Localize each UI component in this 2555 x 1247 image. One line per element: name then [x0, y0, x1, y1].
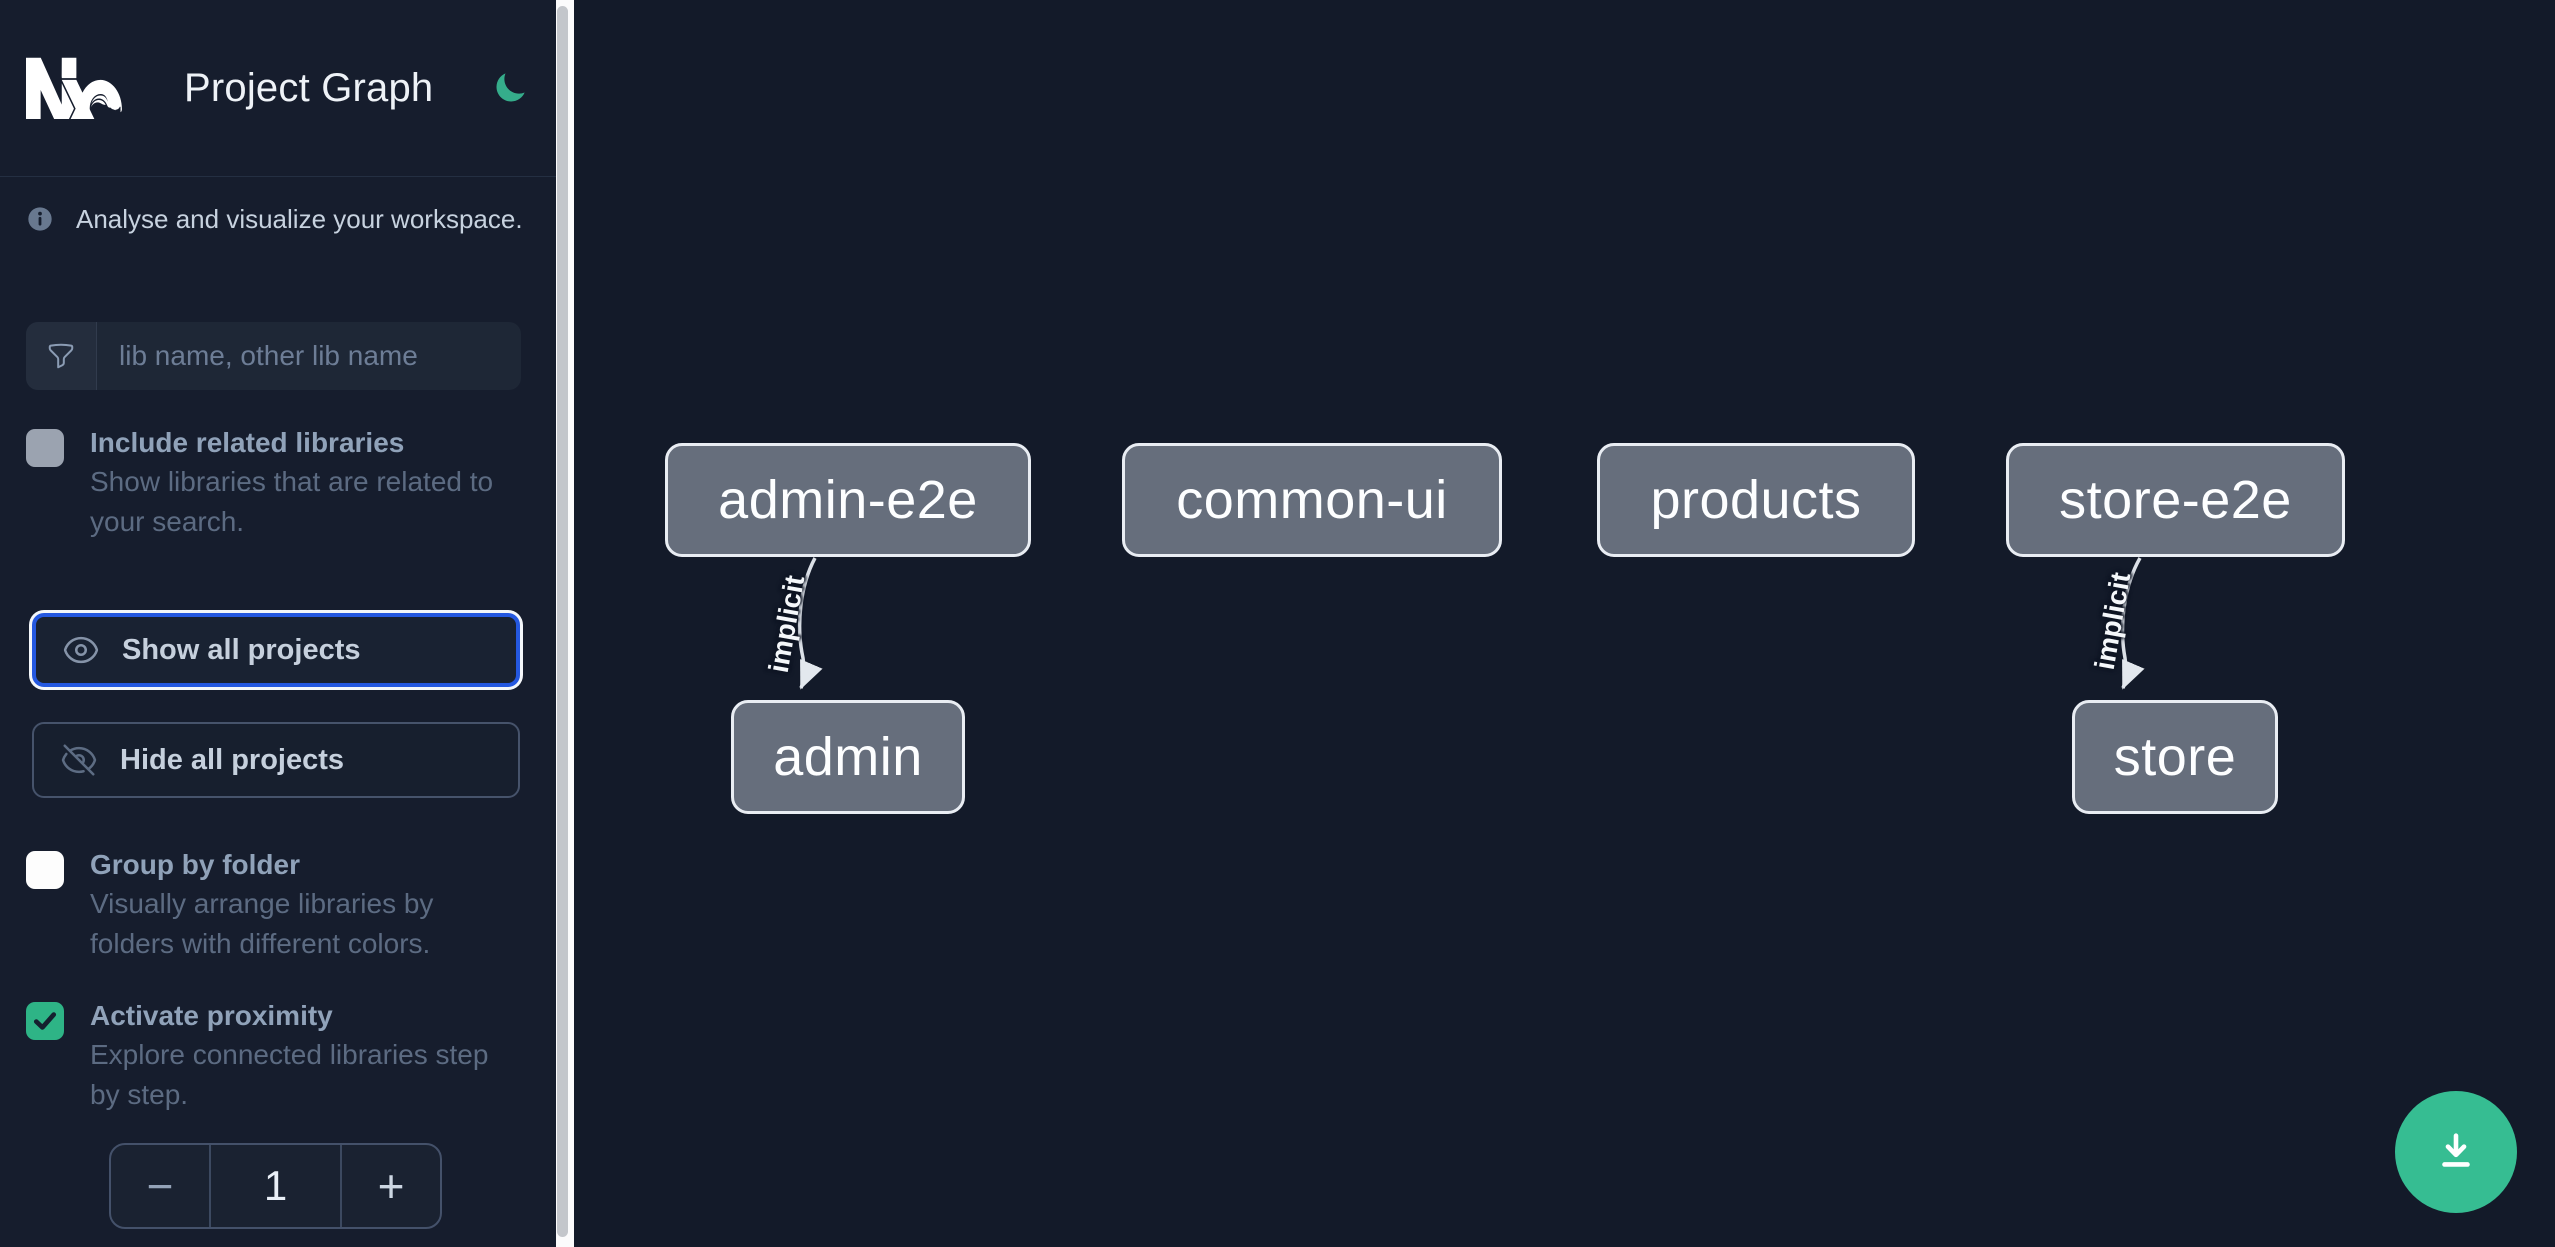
graph-node-store-e2e[interactable]: store-e2e	[2006, 443, 2345, 557]
filter-segment	[26, 322, 97, 390]
proximity-depth-stepper: − 1 +	[109, 1143, 442, 1229]
graph-node-store[interactable]: store	[2072, 700, 2278, 814]
theme-toggle-button[interactable]	[490, 68, 530, 108]
proximity-depth-value: 1	[263, 1162, 288, 1209]
group-by-folder-checkbox[interactable]	[26, 851, 64, 889]
hide-all-projects-label: Hide all projects	[120, 743, 345, 776]
moon-icon	[496, 73, 525, 102]
decrement-button[interactable]: −	[111, 1145, 211, 1227]
download-icon	[2442, 1133, 2470, 1167]
activate-proximity-checkbox[interactable]	[26, 1002, 64, 1040]
nx-logo	[26, 57, 122, 119]
toggle-label: Activate proximity	[90, 1000, 333, 1031]
eye-slash-icon	[61, 744, 97, 776]
show-all-projects-label: Show all projects	[122, 633, 361, 666]
page-title: Project Graph	[184, 65, 434, 110]
sidebar-header: Project Graph	[0, 0, 556, 177]
workspace-info-text: Analyse and visualize your workspace.	[76, 204, 523, 234]
funnel-icon	[48, 343, 74, 369]
graph-node-common-ui[interactable]: common-ui	[1122, 443, 1502, 557]
toggle-include-related: Include related libraries Show libraries…	[26, 424, 530, 542]
toggle-description-line: by step.	[90, 1079, 189, 1110]
toggle-activate-proximity: Activate proximity Explore connected lib…	[26, 997, 530, 1115]
toggle-description-line: Visually arrange libraries by	[90, 888, 434, 919]
hide-all-projects-button[interactable]: Hide all projects	[32, 722, 520, 798]
graph-node-admin-e2e[interactable]: admin-e2e	[665, 443, 1031, 557]
toggle-description-line: Explore connected libraries step	[90, 1039, 489, 1070]
check-icon	[33, 1012, 57, 1030]
toggle-description-line: Show libraries that are related to	[90, 466, 494, 497]
project-filter	[26, 322, 521, 390]
toggle-description-line: your search.	[90, 506, 245, 537]
toggle-group-by-folder: Group by folder Visually arrange librari…	[26, 846, 530, 964]
sidebar-scrollbar-thumb[interactable]	[557, 6, 568, 1237]
graph-edge-admin-e2e-admin	[797, 557, 823, 690]
toggle-description-line: folders with different colors.	[90, 928, 431, 959]
show-all-projects-button[interactable]: Show all projects	[32, 613, 520, 687]
graph-node-products[interactable]: products	[1597, 443, 1915, 557]
include-related-checkbox[interactable]	[26, 429, 64, 467]
graph-edge-store-e2e-store	[2120, 557, 2145, 690]
download-graph-button[interactable]	[2395, 1091, 2517, 1213]
eye-icon	[63, 636, 99, 664]
filter-input[interactable]	[97, 322, 521, 390]
sidebar: Project Graph Analyse and visualize your…	[0, 0, 556, 1247]
graph-edges-layer	[797, 557, 2145, 690]
workspace-info: Analyse and visualize your workspace.	[26, 202, 536, 236]
info-icon	[28, 207, 52, 231]
toggle-label: Group by folder	[90, 849, 300, 880]
graph-node-admin[interactable]: admin	[731, 700, 965, 814]
sidebar-scrollbar[interactable]	[556, 0, 574, 1247]
graph-canvas[interactable]: admin-e2e common-ui products store-e2e admin…	[574, 0, 2555, 1247]
toggle-label: Include related libraries	[90, 427, 405, 458]
increment-button[interactable]: +	[340, 1145, 440, 1227]
